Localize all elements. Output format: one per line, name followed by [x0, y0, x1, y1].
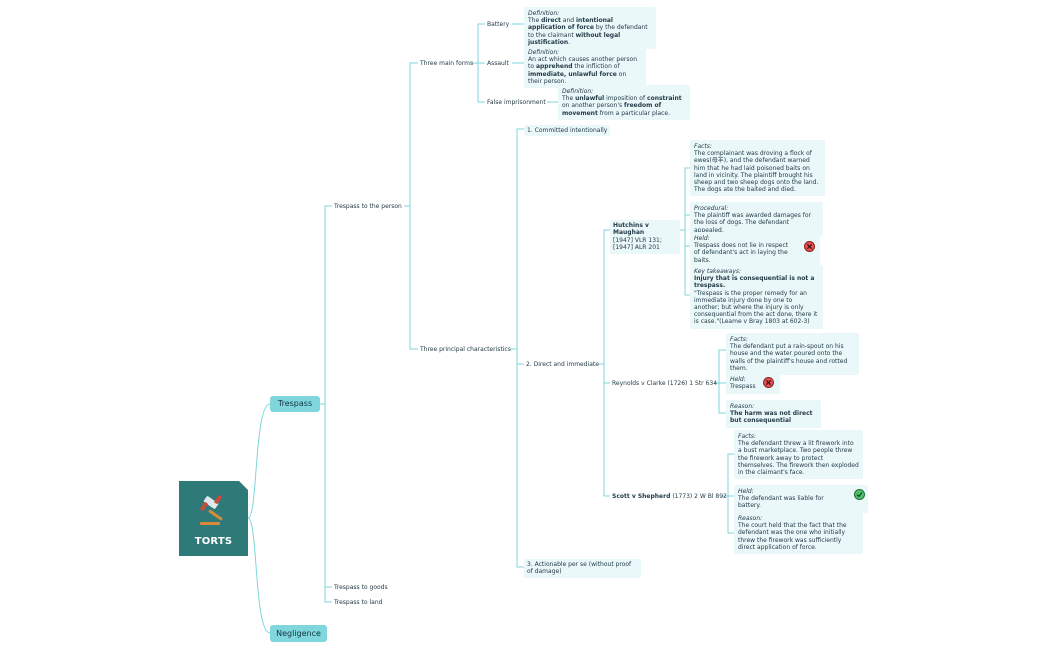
scott-facts-card[interactable]: Facts: The defendant threw a lit firewor… [734, 430, 863, 480]
reynolds-held-text: Trespass [730, 383, 756, 391]
scott-held-text: The defendant was liable for battery. [738, 495, 824, 510]
node-actionable-per-se[interactable]: 3. Actionable per se (without proof of d… [524, 559, 641, 578]
scott-facts-label: Facts: [738, 433, 756, 440]
hutchins-takeaways-label: Key takeaways: [694, 268, 742, 275]
hutchins-facts-label: Facts: [694, 143, 712, 150]
reynolds-reason-card[interactable]: Reason: The harm was not direct but cons… [726, 400, 821, 428]
scott-reason-text: The court held that the fact that the de… [738, 522, 847, 551]
case-scott-v-shepherd[interactable]: Scott v Shepherd (1773) 2 W Bl 892 [612, 493, 727, 500]
battery-definition-text: The direct and intentional application o… [528, 17, 648, 46]
hutchins-facts-card[interactable]: Facts: The complainant was droving a flo… [690, 140, 825, 197]
node-three-principal-characteristics[interactable]: Three principal characteristics [420, 346, 511, 353]
assault-definition-text: An act which causes another person to ap… [528, 56, 638, 85]
scott-held-label: Held: [738, 488, 754, 495]
reynolds-facts-text: The defendant put a rain-spout on his ho… [730, 343, 848, 372]
root-title: TORTS [194, 536, 233, 547]
hutchins-procedural-label: Procedural: [694, 205, 729, 212]
assault-definition-label: Definition: [528, 49, 560, 56]
reynolds-reason-text: The harm was not direct but consequentia… [730, 410, 813, 425]
branch-negligence[interactable]: Negligence [270, 625, 327, 642]
scott-held-card[interactable]: Held: The defendant was liable for batte… [734, 485, 868, 513]
node-assault[interactable]: Assault [487, 60, 509, 67]
scott-reason-card[interactable]: Reason: The court held that the fact tha… [734, 512, 863, 555]
hutchins-takeaways-bold: Injury that is consequential is not a tr… [694, 275, 815, 290]
false-imprisonment-definition-card[interactable]: Definition: The unlawful imposition of c… [558, 85, 690, 120]
reynolds-held-label: Held: [730, 376, 746, 383]
hutchins-procedural-card[interactable]: Procedural: The plaintiff was awarded da… [690, 202, 823, 237]
scott-citation: (1773) 2 W Bl 892 [672, 493, 727, 500]
false-imprisonment-definition-label: Definition: [562, 88, 594, 95]
root-node-torts[interactable]: TORTS [179, 481, 248, 556]
case-reynolds-v-clarke[interactable]: Reynolds v Clarke (1726) 1 Str 634 [612, 380, 718, 387]
cross-icon [763, 377, 774, 388]
reynolds-held-card[interactable]: Held: Trespass [726, 373, 780, 394]
battery-definition-label: Definition: [528, 10, 560, 17]
scott-name: Scott v Shepherd [612, 493, 671, 500]
branch-trespass[interactable]: Trespass [270, 396, 320, 412]
node-battery[interactable]: Battery [487, 21, 510, 28]
node-trespass-to-goods[interactable]: Trespass to goods [334, 584, 388, 591]
node-committed-intentionally[interactable]: 1. Committed intentionally [524, 125, 611, 137]
hutchins-citation: [1947] VLR 131; [1947] ALR 201 [613, 236, 662, 252]
node-three-main-forms[interactable]: Three main forms [420, 60, 474, 67]
hutchins-procedural-text: The plaintiff was awarded damages for th… [694, 212, 811, 234]
scott-facts-text: The defendant threw a lit firework into … [738, 440, 859, 477]
scott-reason-label: Reason: [738, 515, 763, 522]
battery-definition-card[interactable]: Definition: The direct and intentional a… [524, 7, 656, 50]
gavel-icon [200, 495, 223, 525]
hutchins-takeaways-card[interactable]: Key takeaways: Injury that is consequent… [690, 265, 823, 329]
reynolds-facts-card[interactable]: Facts: The defendant put a rain-spout on… [726, 333, 859, 376]
check-icon [854, 489, 865, 500]
hutchins-facts-text: The complainant was droving a flock of e… [694, 150, 819, 194]
hutchins-held-label: Held: [694, 235, 710, 242]
reynolds-reason-label: Reason: [730, 403, 755, 410]
node-false-imprisonment[interactable]: False imprisonment [487, 99, 546, 106]
node-trespass-to-land[interactable]: Trespass to land [334, 599, 383, 606]
assault-definition-card[interactable]: Definition: An act which causes another … [524, 46, 646, 89]
cross-icon [804, 241, 815, 252]
node-direct-and-immediate[interactable]: 2. Direct and immediate [526, 361, 599, 368]
hutchins-held-card[interactable]: Held: Trespass does not lie in respect o… [690, 232, 820, 267]
hutchins-takeaways-text: "Trespass is the proper remedy for an im… [694, 289, 818, 326]
case-hutchins-v-maughan[interactable]: Hutchins v Maughan [1947] VLR 131; [1947… [610, 220, 680, 254]
node-trespass-to-person[interactable]: Trespass to the person [334, 203, 402, 210]
reynolds-facts-label: Facts: [730, 336, 748, 343]
hutchins-held-text: Trespass does not lie in respect of defe… [694, 242, 789, 264]
hutchins-name: Hutchins v Maughan [613, 222, 649, 237]
false-imprisonment-definition-text: The unlawful imposition of constraint on… [562, 95, 682, 117]
